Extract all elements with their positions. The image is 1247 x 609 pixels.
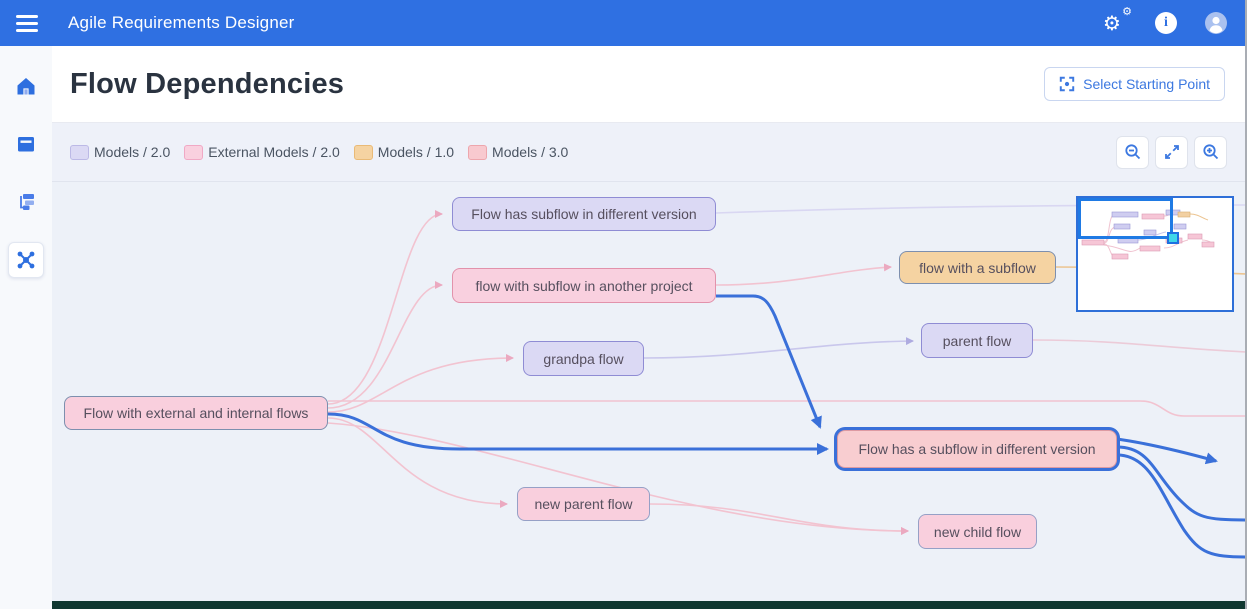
minimap-resize-handle[interactable]: [1167, 232, 1179, 244]
canvas-toolbar: [1116, 135, 1227, 169]
zoom-out-button[interactable]: [1116, 135, 1149, 169]
edges-layer: [327, 204, 1245, 559]
sidebar-item-home[interactable]: [8, 68, 44, 104]
legend-item-models-1: Models / 1.0: [353, 144, 455, 160]
sidebar: [0, 46, 52, 609]
zoom-in-button[interactable]: [1194, 135, 1227, 169]
sidebar-item-dependencies[interactable]: [8, 242, 44, 278]
legend-item-models-2: Models / 2.0: [70, 144, 170, 160]
select-starting-point-button[interactable]: Select Starting Point: [1044, 67, 1225, 101]
flow-node-n8[interactable]: new parent flow: [517, 487, 650, 521]
node-label: grandpa flow: [543, 350, 624, 367]
topbar-actions: ⚙⚙ i: [1103, 5, 1229, 36]
zoom-in-icon: [1202, 144, 1218, 160]
node-label: Flow has a subflow in different version: [858, 441, 1096, 457]
info-icon[interactable]: i: [1155, 12, 1177, 34]
app-title: Agile Requirements Designer: [68, 13, 295, 32]
legend: Models / 2.0 External Models / 2.0 Model…: [70, 144, 568, 160]
node-label: new parent flow: [534, 496, 633, 512]
flow-node-n6[interactable]: Flow with external and internal flows: [64, 396, 328, 430]
select-starting-point-label: Select Starting Point: [1083, 76, 1210, 92]
flow-node-n7-selected[interactable]: Flow has a subflow in different version: [837, 430, 1117, 468]
legend-label: Models / 3.0: [492, 144, 569, 160]
legend-item-models-3: Models / 3.0: [468, 144, 568, 160]
node-label: Flow has subflow in different version: [471, 206, 697, 222]
node-label: flow with subflow in another project: [475, 277, 693, 294]
flow-node-n2[interactable]: flow with subflow in another project: [452, 268, 716, 303]
zoom-out-icon: [1124, 144, 1140, 160]
flow-canvas[interactable]: Flow has subflow in different version fl…: [52, 182, 1245, 609]
flow-node-n3[interactable]: flow with a subflow: [899, 251, 1056, 284]
fit-to-screen-icon: [1164, 145, 1179, 159]
legend-label: External Models / 2.0: [208, 144, 340, 160]
flow-node-n1[interactable]: Flow has subflow in different version: [452, 197, 716, 231]
bottom-strip: [52, 601, 1245, 609]
user-icon[interactable]: [1203, 10, 1229, 36]
node-label: parent flow: [942, 332, 1012, 349]
legend-swatch: [70, 144, 89, 160]
node-label: Flow with external and internal flows: [83, 405, 309, 421]
box-icon: [18, 137, 34, 152]
legend-item-external-models-2: External Models / 2.0: [184, 144, 340, 160]
legend-label: Models / 1.0: [377, 144, 455, 160]
legend-swatch: [353, 144, 373, 160]
flow-node-n9[interactable]: new child flow: [918, 514, 1037, 549]
hamburger-menu-icon[interactable]: [16, 8, 46, 38]
legend-label: Models / 2.0: [94, 144, 171, 160]
page-title: Flow Dependencies: [70, 67, 345, 100]
page-header: Flow Dependencies Select Starting Point: [52, 46, 1245, 123]
minimap[interactable]: [1076, 196, 1234, 312]
legend-toolbar: Models / 2.0 External Models / 2.0 Model…: [52, 123, 1245, 182]
home-icon: [17, 78, 35, 95]
topbar: Agile Requirements Designer ⚙⚙ i: [0, 0, 1245, 46]
flow-node-n5[interactable]: grandpa flow: [523, 341, 644, 376]
sidebar-item-archive[interactable]: [8, 126, 44, 162]
flow-node-n4[interactable]: parent flow: [921, 323, 1033, 358]
legend-swatch: [184, 144, 204, 160]
legend-swatch: [468, 144, 488, 160]
crosshair-icon: [1059, 76, 1075, 92]
network-icon: [17, 251, 35, 269]
sidebar-item-flows[interactable]: [8, 184, 44, 220]
node-label: new child flow: [933, 523, 1022, 540]
minimap-viewport[interactable]: [1078, 198, 1173, 239]
node-label: flow with a subflow: [919, 259, 1036, 276]
fit-to-screen-button[interactable]: [1155, 135, 1188, 169]
settings-gears-icon[interactable]: ⚙⚙: [1103, 5, 1132, 35]
hierarchy-icon: [20, 194, 34, 210]
